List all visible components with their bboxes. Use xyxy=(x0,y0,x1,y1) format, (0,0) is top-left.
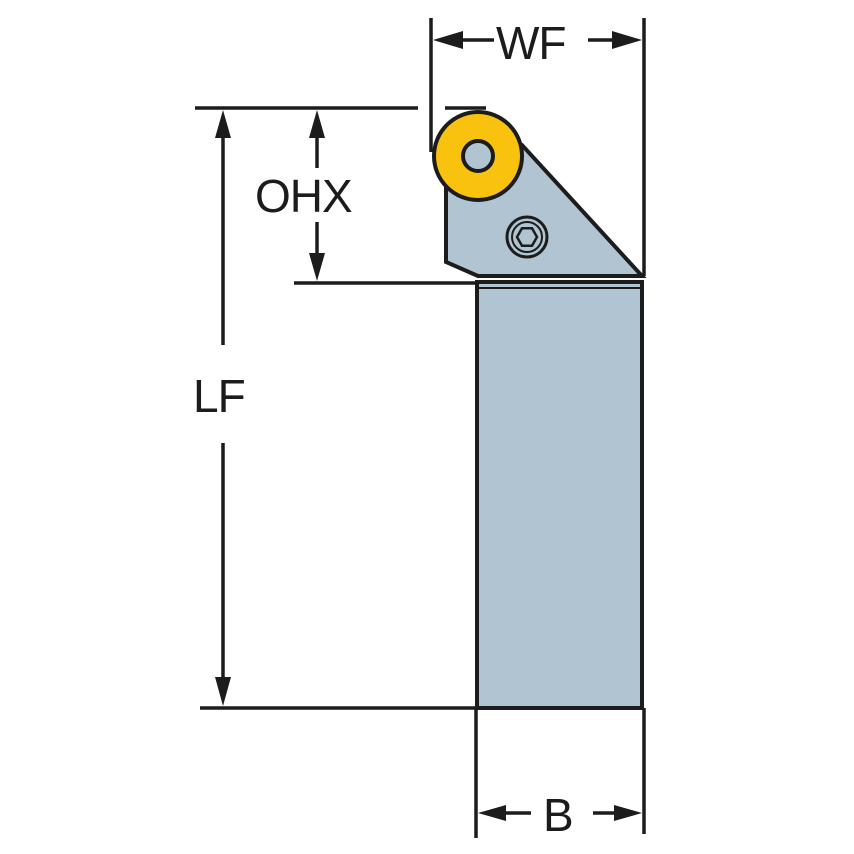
ohx-label: OHX xyxy=(255,170,353,222)
b-label: B xyxy=(543,789,574,841)
b-dimension-line xyxy=(478,805,642,821)
wf-dimension-line xyxy=(433,31,642,49)
wf-label: WF xyxy=(496,17,567,69)
lf-label: LF xyxy=(193,370,246,422)
hex-socket-screw-icon xyxy=(505,215,549,259)
round-insert xyxy=(432,110,524,202)
extension-lines xyxy=(195,18,646,838)
lf-dimension-line xyxy=(215,110,231,706)
ohx-dimension-line xyxy=(309,110,325,281)
shank xyxy=(475,280,644,710)
